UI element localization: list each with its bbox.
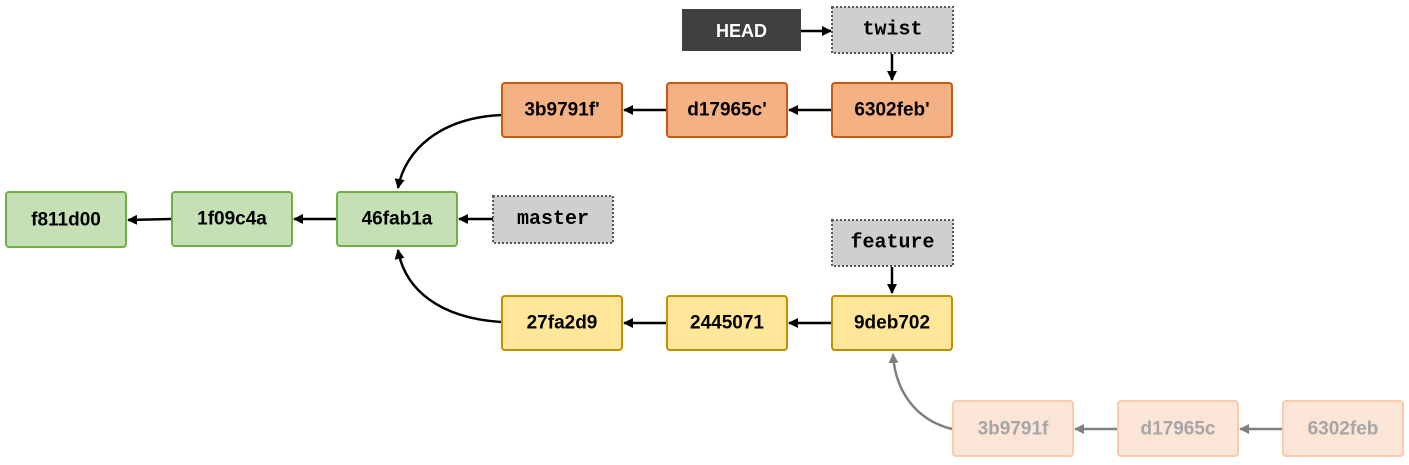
ref-feature: feature <box>831 219 954 267</box>
commit-label: d17965c' <box>687 100 767 121</box>
commit-label: 1f09c4a <box>197 209 267 230</box>
commit-label: f811d00 <box>31 210 101 231</box>
commit-twist-3: 6302feb' <box>831 82 953 138</box>
commit-label: 6302feb' <box>854 100 929 121</box>
commit-base-1: f811d00 <box>5 191 127 248</box>
ref-master-label: master <box>517 208 589 231</box>
ref-master: master <box>492 195 614 244</box>
commit-label: 27fa2d9 <box>527 313 598 334</box>
commit-feature-2: 2445071 <box>666 295 788 351</box>
commit-label: 2445071 <box>690 313 764 334</box>
commit-label: d17965c <box>1140 419 1215 440</box>
ref-twist-label: twist <box>862 19 922 42</box>
commit-label: 9deb702 <box>854 313 930 334</box>
ref-twist: twist <box>831 6 954 54</box>
commit-base-2: 1f09c4a <box>171 191 293 247</box>
commit-orphaned-2: d17965c <box>1117 400 1239 457</box>
commit-label: 3b9791f' <box>524 100 599 121</box>
arrow-1f09c4a-to-f811d00 <box>127 214 172 225</box>
commit-orphaned-3: 6302feb <box>1282 400 1404 457</box>
commit-label: 3b9791f <box>978 419 1049 440</box>
commit-label: 6302feb <box>1308 419 1379 440</box>
arrow-3b9791f-prime-to-46fab1a <box>394 113 502 189</box>
commit-orphaned-1: 3b9791f <box>952 400 1074 457</box>
arrow-3b9791f-to-9deb702 <box>888 353 953 431</box>
commit-feature-3: 9deb702 <box>831 295 953 351</box>
commit-base-3: 46fab1a <box>336 191 458 247</box>
head-label: HEAD <box>716 21 767 41</box>
commit-twist-1: 3b9791f' <box>501 82 623 138</box>
head-pointer: HEAD <box>682 9 801 51</box>
arrow-27fa2d9-to-46fab1a <box>394 249 502 324</box>
ref-feature-label: feature <box>850 232 934 255</box>
commit-feature-1: 27fa2d9 <box>501 295 623 351</box>
commit-label: 46fab1a <box>362 209 433 230</box>
commit-twist-2: d17965c' <box>666 82 788 138</box>
